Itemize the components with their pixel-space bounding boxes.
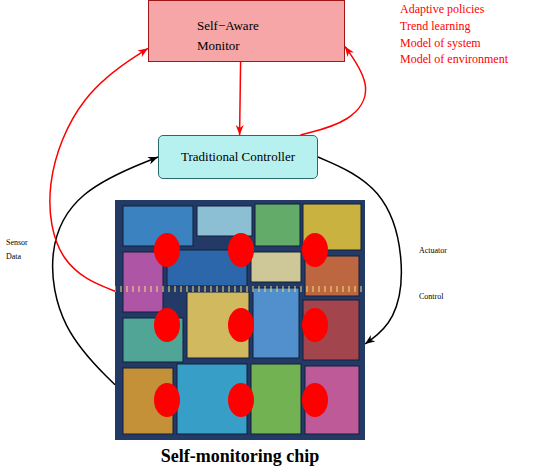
monitor-feature-note: Adaptive policies xyxy=(400,1,484,17)
signal-label: Sensor Data xyxy=(5,236,39,264)
box-label: Traditional Controller xyxy=(173,149,303,165)
monitor-box: Self−Aware Monitor xyxy=(148,0,345,62)
monitor-feature-note: Model of system xyxy=(400,35,481,51)
box-label: Self−Aware Monitor xyxy=(197,16,287,56)
signal-label: Actuator Control xyxy=(418,228,456,320)
chip-die: Self-monitoring chip xyxy=(115,200,365,440)
monitor-feature-note: Trend learning xyxy=(400,18,471,34)
caption-text: Self-monitoring chip xyxy=(75,446,405,467)
chip-illustration xyxy=(115,200,365,440)
monitor-feedback-arrow xyxy=(239,62,241,135)
controller-box: Traditional Controller xyxy=(158,135,318,179)
monitor-feature-note: Model of environment xyxy=(400,51,508,67)
